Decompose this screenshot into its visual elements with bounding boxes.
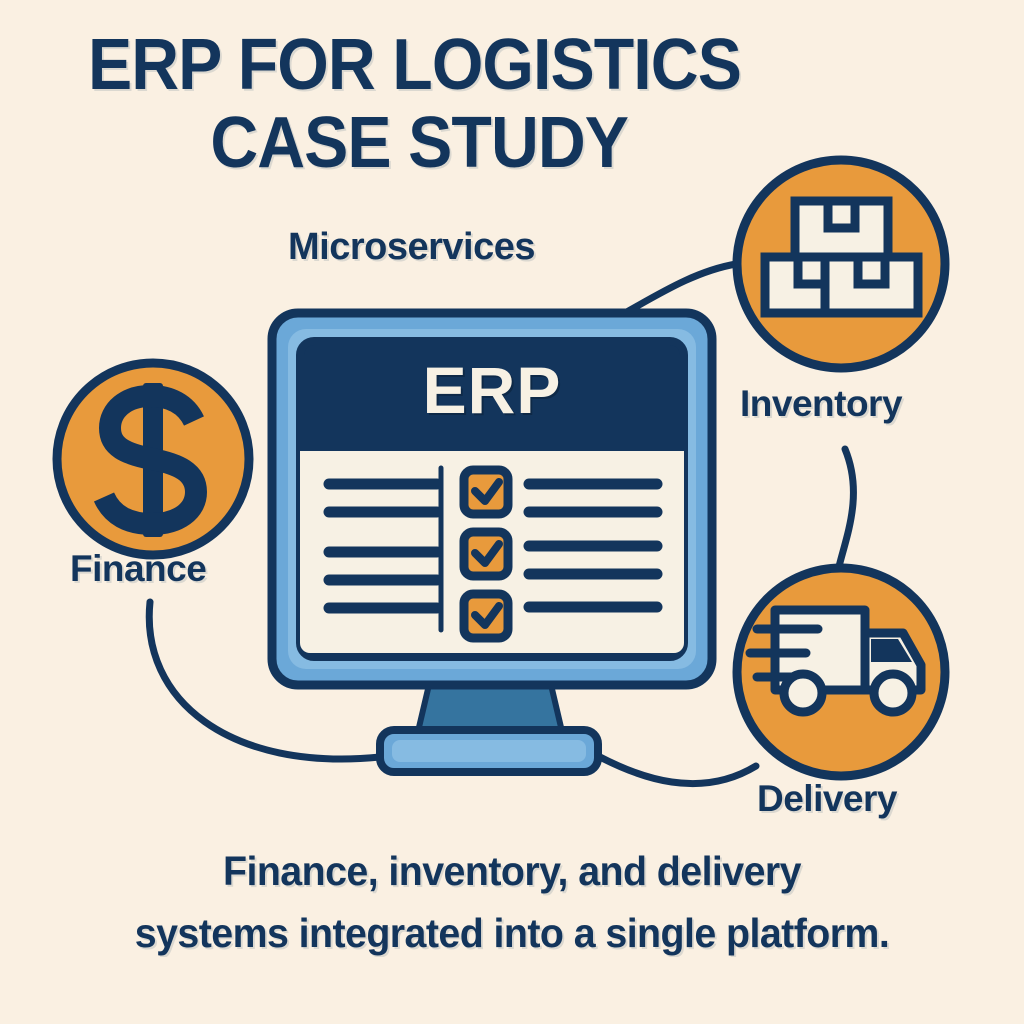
connector-finance-to-monitor — [145, 598, 384, 763]
screen-title: ERP — [422, 353, 562, 427]
page-title-line-1: ERP FOR LOGISTICS — [88, 25, 742, 105]
stacked-boxes-icon — [760, 196, 923, 318]
screen-right-text-lines — [523, 478, 663, 613]
truck-wheel-front — [869, 669, 917, 717]
page-caption-line-2: systems integrated into a single platfor… — [134, 910, 890, 956]
dollar-sign-icon — [93, 383, 208, 537]
node-label-delivery: Delivery — [757, 778, 898, 819]
screen-checkbox-3 — [459, 589, 513, 643]
node-finance[interactable] — [52, 358, 254, 560]
node-delivery[interactable] — [732, 563, 950, 781]
screen-checkbox-2 — [459, 527, 513, 581]
truck-wheel-rear — [779, 669, 827, 717]
node-label-finance: Finance — [70, 548, 207, 589]
label-microservices: Microservices — [288, 226, 536, 268]
node-label-inventory: Inventory — [740, 383, 903, 424]
page-caption-line-1: Finance, inventory, and delivery — [222, 848, 802, 894]
check-icon — [471, 602, 503, 629]
page-title-line-2: CASE STUDY — [210, 103, 629, 183]
node-inventory[interactable] — [732, 155, 950, 373]
page-caption: Finance, inventory, and delivery systems … — [80, 840, 944, 964]
screen-checkbox-group — [459, 465, 513, 643]
monitor-illustration — [267, 308, 717, 776]
connector-inventory-to-delivery — [832, 445, 857, 584]
delivery-truck-icon — [745, 605, 926, 717]
check-icon — [471, 540, 503, 567]
monitor-stand-base-highlight — [392, 740, 586, 762]
screen-checkbox-1 — [459, 465, 513, 519]
connector-delivery-to-monitor — [594, 752, 760, 788]
check-icon — [471, 478, 503, 505]
screen-left-text-lines — [323, 478, 443, 614]
